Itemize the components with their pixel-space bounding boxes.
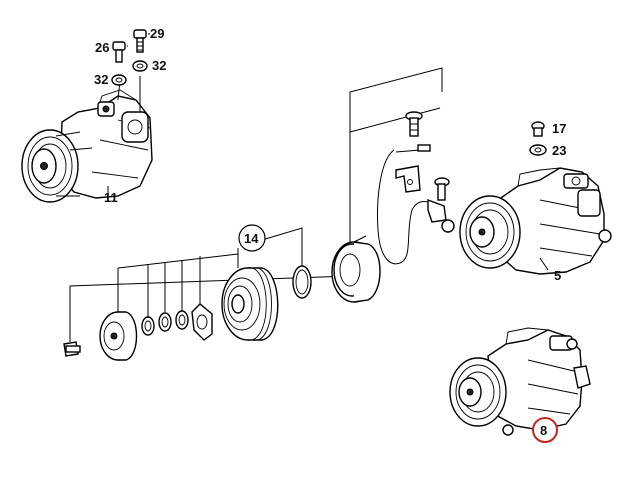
snap-ring[interactable] [261, 227, 312, 299]
bolt-upper[interactable] [405, 111, 423, 137]
compressor-8[interactable] [449, 327, 591, 436]
washer-23[interactable] [529, 144, 547, 156]
wiring-harness[interactable] [377, 144, 455, 265]
shim-3[interactable] [175, 310, 189, 330]
bolt-26[interactable] [112, 41, 126, 63]
shim-2[interactable] [158, 312, 172, 332]
magnetic-coil[interactable] [331, 235, 381, 303]
callout-14-group [238, 224, 266, 252]
shim-1[interactable] [141, 316, 155, 336]
bolt-lower[interactable] [434, 177, 450, 201]
callout-5: 5 [554, 268, 561, 283]
bolt-17[interactable] [531, 121, 545, 137]
callout-11: 11 [104, 190, 118, 205]
callout-23: 23 [552, 143, 566, 158]
bolt-29[interactable] [133, 29, 147, 53]
washer-32-left[interactable] [111, 74, 127, 86]
callout-26: 26 [95, 40, 109, 55]
center-bolt[interactable] [63, 288, 81, 357]
pulley[interactable] [221, 248, 279, 341]
highlight-ring-8 [532, 417, 558, 443]
spacer-washer[interactable] [191, 303, 213, 341]
callout-29: 29 [150, 26, 164, 41]
compressor-5[interactable] [459, 167, 612, 275]
compressor-11[interactable] [21, 76, 153, 203]
callout-32-left: 32 [94, 72, 108, 87]
callout-8: 8 [540, 423, 547, 438]
callout-14: 14 [244, 231, 259, 246]
clutch-plate[interactable] [99, 311, 138, 361]
callout-32-right: 32 [152, 58, 166, 73]
callout-17: 17 [552, 121, 566, 136]
washer-32-right[interactable] [132, 60, 148, 72]
